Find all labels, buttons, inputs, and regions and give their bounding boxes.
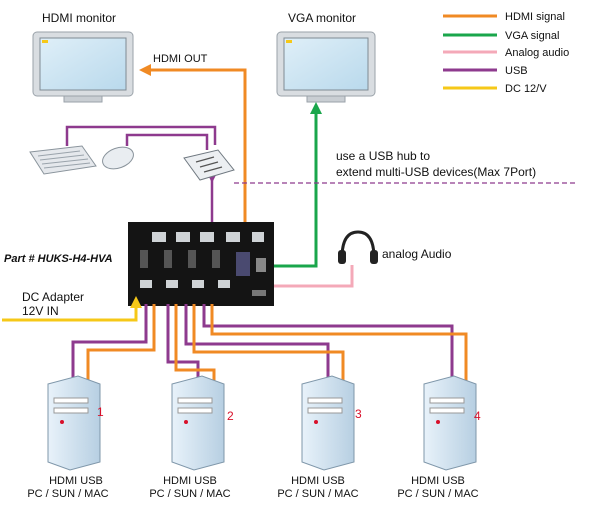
computer-4-caption-line1: HDMI USB [411, 475, 465, 487]
hdmi-out-label: HDMI OUT [153, 53, 208, 65]
computer-4-number: 4 [474, 409, 481, 423]
computer-4-caption-line2: PC / SUN / MAC [397, 488, 478, 500]
keyboard-icon [29, 145, 97, 175]
computer-2-number: 2 [227, 409, 234, 423]
computer-1-caption-line1: HDMI USB [49, 475, 103, 487]
audio-label: analog Audio [382, 247, 452, 261]
computer-3-number: 3 [355, 407, 362, 421]
vga-monitor-icon [276, 31, 376, 103]
audio-cable [258, 265, 354, 288]
usb-hub-icon [183, 149, 235, 181]
legend-label-audio: Analog audio [505, 47, 569, 59]
dc-adapter-line1: DC Adapter [22, 290, 84, 304]
dc-power-cable [2, 296, 142, 322]
computer-3-caption-line1: HDMI USB [291, 475, 345, 487]
computer-2-caption-line2: PC / SUN / MAC [149, 488, 230, 500]
computer-1-number: 1 [97, 405, 104, 419]
computer-4-tower-icon [423, 375, 477, 471]
computer-cables [71, 304, 468, 385]
hdmi-monitor-label: HDMI monitor [42, 11, 116, 25]
headphones-icon [338, 230, 378, 264]
computer-2-caption-line1: HDMI USB [163, 475, 217, 487]
legend-label-vga: VGA signal [505, 30, 559, 42]
computer-3-caption-line2: PC / SUN / MAC [277, 488, 358, 500]
computer-1-tower-icon [47, 375, 101, 471]
usb-hub-note-line1: use a USB hub to [336, 149, 430, 163]
dc-adapter-line2: 12V IN [22, 304, 59, 318]
hdmi-monitor-icon [32, 31, 134, 103]
legend-label-dc: DC 12/V [505, 83, 547, 95]
legend-label-usb: USB [505, 65, 528, 77]
computer-2-tower-icon [171, 375, 225, 471]
hdmi-out-cable [139, 64, 247, 238]
usb-keyboard-cable [65, 125, 217, 146]
legend: HDMI signal VGA signal Analog audio USB … [443, 11, 569, 95]
usb-mouse-cable [125, 133, 209, 150]
switch-part-number: Part # HUKS-H4-HVA [4, 253, 113, 265]
mouse-icon [102, 146, 134, 170]
legend-label-hdmi: HDMI signal [505, 11, 565, 23]
computer-3-tower-icon [301, 375, 355, 471]
computer-1-caption-line2: PC / SUN / MAC [27, 488, 108, 500]
vga-monitor-label: VGA monitor [288, 11, 356, 25]
kvm-switch-device [128, 222, 274, 306]
usb-hub-note-line2: extend multi-USB devices(Max 7Port) [336, 165, 536, 179]
